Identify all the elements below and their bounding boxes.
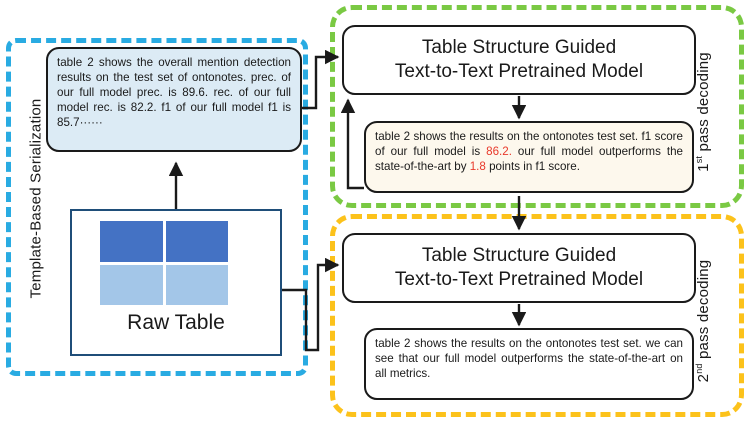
group-label-template-based-serialization: Template-Based Serialization [28,89,45,309]
model-box-first-line2: Text-to-Text Pretrained Model [394,61,644,82]
model-box-first-pass: Table Structure Guided Text-to-Text Pret… [342,25,696,95]
first-pass-label-sup: st [694,155,704,164]
serialized-input-textbox: table 2 shows the overall mention detect… [46,47,302,152]
group-label-text: Template-Based Serialization [27,98,45,299]
group-label-first-pass-decoding: 1st pass decoding [694,17,712,207]
table-cell-header-left [100,221,163,262]
second-pass-label-suffix: pass decoding [695,259,712,364]
second-pass-label-prefix: 2 [695,373,712,383]
serialized-input-text: table 2 shows the overall mention detect… [57,56,291,130]
table-cell-header-right [165,221,228,262]
model-box-second-pass: Table Structure Guided Text-to-Text Pret… [342,233,696,303]
model-box-second-line1: Table Structure Guided [421,244,617,266]
first-pass-label-prefix: 1 [695,163,712,172]
second-output-text: table 2 shows the results on the ontonot… [375,337,683,381]
first-output-part3: points in f1 score. [485,160,580,174]
raw-table-panel: Raw Table [70,209,282,356]
raw-table-grid [100,221,228,305]
model-box-first-line1: Table Structure Guided [421,36,617,58]
raw-table-caption: Raw Table [127,311,225,334]
table-cell-body-left [100,264,163,305]
table-cell-body-right [165,264,228,305]
first-output-highlight-delta: 1.8 [469,160,486,174]
first-output-highlight-f1: 86.2. [486,145,512,159]
first-pass-output-textbox: table 2 shows the results on the ontonot… [364,121,694,193]
first-pass-label-suffix: pass decoding [695,52,712,156]
first-output-part1: table 2 shows the results on the ontonot… [375,130,683,159]
group-label-second-pass-decoding: 2nd pass decoding [694,226,712,416]
first-output-part2: our full model outperforms the state-of-… [375,145,683,174]
model-box-second-line2: Text-to-Text Pretrained Model [394,269,644,290]
second-pass-output-textbox: table 2 shows the results on the ontonot… [364,328,694,400]
group-frame-template-based-serialization [6,38,308,376]
second-pass-label-sup: nd [694,363,704,374]
